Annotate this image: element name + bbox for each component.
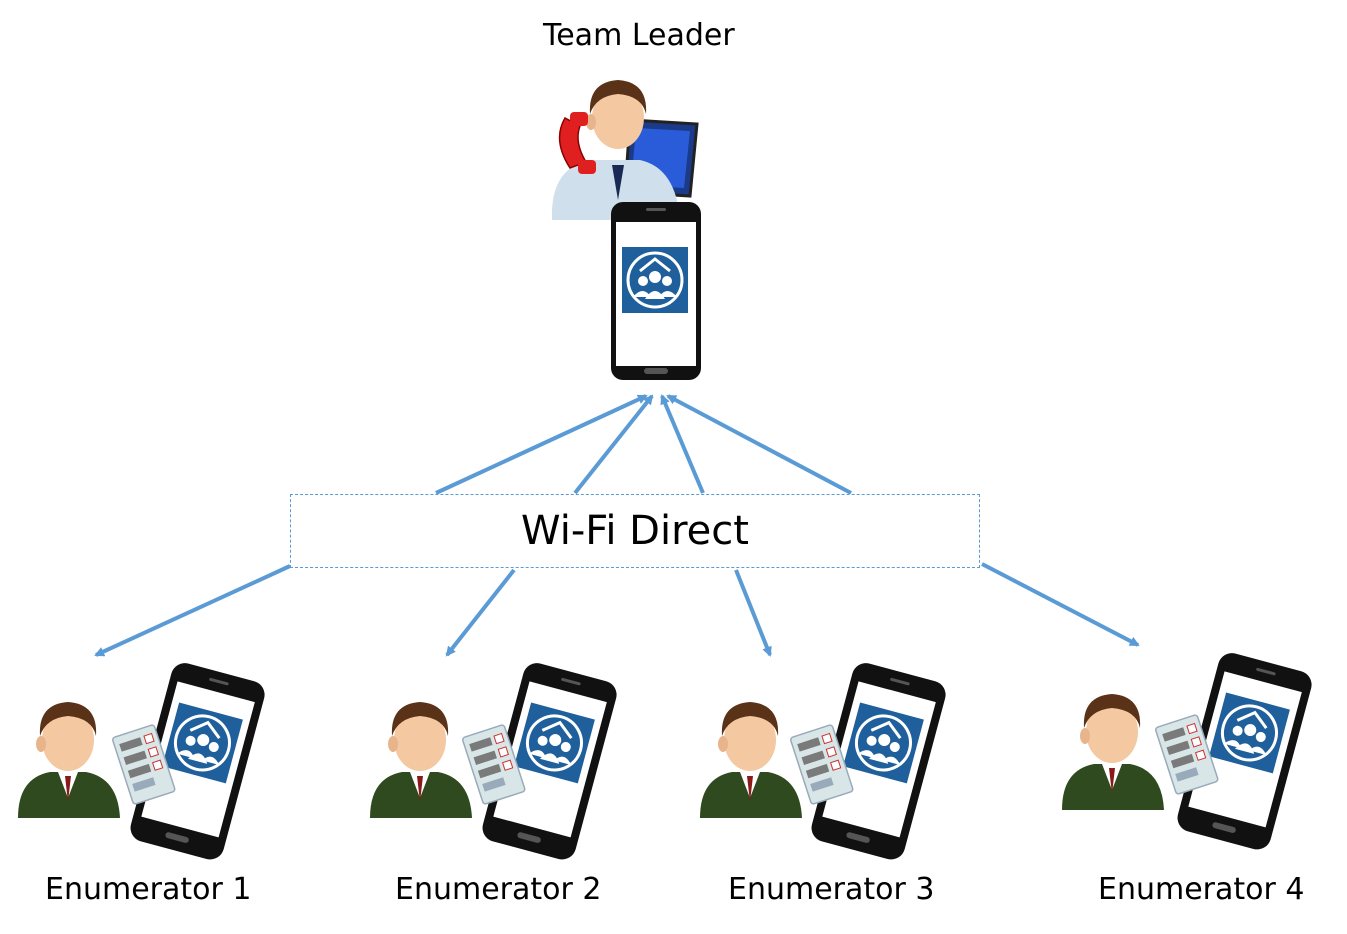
- team-leader-label: Team Leader: [543, 18, 735, 53]
- uplink-arrow-3: [660, 394, 705, 494]
- downlink-arrow-1: [94, 564, 291, 657]
- telephone-receiver-icon: [558, 112, 596, 174]
- leader-smartphone-icon: [611, 202, 701, 380]
- enumerator-avatar-icon: [370, 702, 472, 818]
- uplink-arrows: [435, 394, 852, 495]
- wifi-direct-label: Wi-Fi Direct: [521, 508, 749, 554]
- enumerator-avatar-icon: [1062, 694, 1164, 810]
- enumerator-label-4: Enumerator 4: [1098, 872, 1305, 907]
- enumerator-avatar-icon: [18, 702, 120, 818]
- wifi-direct-box: Wi-Fi Direct: [290, 494, 980, 568]
- enumerator-group-2: [370, 660, 620, 863]
- enumerator-group-1: [18, 660, 268, 863]
- enumerator-label-1: Enumerator 1: [45, 872, 252, 907]
- enumerator-label-3: Enumerator 3: [728, 872, 935, 907]
- enumerator-avatar-icon: [700, 702, 802, 818]
- uplink-arrow-2: [573, 394, 654, 495]
- uplink-arrow-1: [435, 394, 648, 495]
- enumerator-group-4: [1062, 650, 1315, 853]
- downlink-arrows: [94, 562, 1140, 657]
- downlink-arrow-4: [981, 562, 1140, 647]
- uplink-arrow-4: [666, 394, 852, 495]
- enumerator-group-3: [700, 660, 949, 863]
- downlink-arrow-2: [445, 568, 516, 657]
- enumerator-label-2: Enumerator 2: [395, 872, 602, 907]
- census-app-icon: [620, 245, 690, 315]
- downlink-arrow-3: [734, 569, 772, 657]
- team-leader-avatar-icon: [551, 80, 699, 220]
